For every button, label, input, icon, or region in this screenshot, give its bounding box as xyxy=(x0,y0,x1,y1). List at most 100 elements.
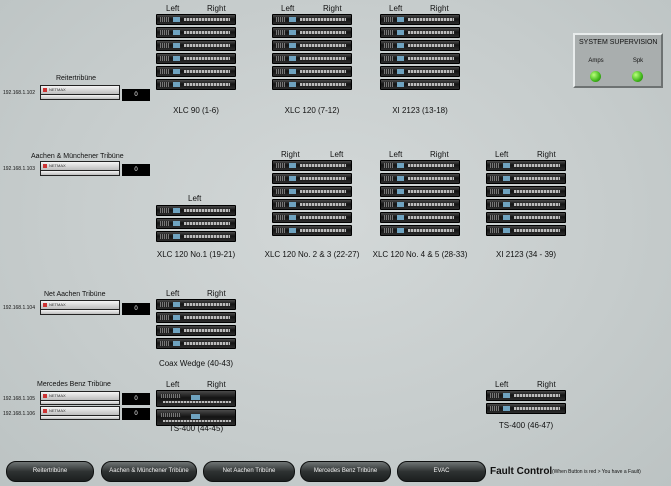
rack-caption: XLC 120 No.1 (19-21) xyxy=(156,250,236,259)
amplifier-unit[interactable] xyxy=(156,409,236,426)
rack-caption: Coax Wedge (40-43) xyxy=(158,359,234,368)
amplifier-unit[interactable] xyxy=(380,173,460,184)
rack-xi-2123-34-39 xyxy=(486,160,566,238)
amplifier-unit[interactable] xyxy=(272,40,352,51)
amplifier-unit[interactable] xyxy=(380,14,460,25)
amplifier-unit[interactable] xyxy=(380,199,460,210)
controller-device-lower xyxy=(40,415,120,420)
amplifier-unit[interactable] xyxy=(156,325,236,336)
station-value: 0 xyxy=(122,408,150,420)
amplifier-unit[interactable] xyxy=(156,231,236,242)
amplifier-unit[interactable] xyxy=(272,53,352,64)
amplifier-unit[interactable] xyxy=(380,186,460,197)
channel-label-right: Right xyxy=(430,4,449,13)
nav-button-reitertribuene[interactable]: Reitertribüne xyxy=(6,461,94,482)
amps-label: Amps xyxy=(588,58,604,64)
amplifier-unit[interactable] xyxy=(272,66,352,77)
channel-label-left: Left xyxy=(495,150,509,159)
spk-label: Spk xyxy=(632,58,644,64)
amplifier-unit[interactable] xyxy=(380,53,460,64)
brand-logo-icon xyxy=(43,164,47,168)
rack-caption: XLC 120 (7-12) xyxy=(284,106,340,115)
channel-label-left: Left xyxy=(330,150,344,159)
amps-indicator-button[interactable] xyxy=(585,58,607,82)
station-ip: 192.168.1.102 xyxy=(3,90,35,96)
nav-button-net-aachen[interactable]: Net Aachen Tribüne xyxy=(203,461,295,482)
rack-xlc-120-no4-5 xyxy=(380,160,460,238)
channel-label-right: Right xyxy=(281,150,300,159)
amplifier-unit[interactable] xyxy=(156,312,236,323)
channel-label-left: Left xyxy=(389,4,403,13)
controller-device-lower xyxy=(40,94,120,100)
amplifier-unit[interactable] xyxy=(380,225,460,236)
system-supervision-panel: SYSTEM SUPERVISION Amps Spk xyxy=(573,33,663,88)
station-name-aachen-muenchener: Aachen & Münchener Tribüne xyxy=(31,153,124,160)
station-ip: 192.168.1.106 xyxy=(3,411,35,417)
channel-label-left: Left xyxy=(166,289,180,298)
nav-button-aachen-muenchener[interactable]: Aachen & Münchener Tribüne xyxy=(101,461,197,482)
amplifier-unit[interactable] xyxy=(272,27,352,38)
amplifier-unit[interactable] xyxy=(486,186,566,197)
amplifier-unit[interactable] xyxy=(156,218,236,229)
fault-control-note: (When Button is red > You have a Fault) xyxy=(552,469,641,475)
rack-caption: XLC 90 (1-6) xyxy=(173,106,219,115)
nav-button-mercedes-benz[interactable]: Mercedes Benz Tribüne xyxy=(300,461,391,482)
amplifier-unit[interactable] xyxy=(272,173,352,184)
station-ip: 192.168.1.105 xyxy=(3,396,35,402)
channel-label-right: Right xyxy=(207,4,226,13)
amplifier-unit[interactable] xyxy=(380,79,460,90)
channel-label-right: Right xyxy=(537,380,556,389)
amplifier-unit[interactable] xyxy=(272,199,352,210)
supervision-title: SYSTEM SUPERVISION xyxy=(579,39,658,46)
amplifier-unit[interactable] xyxy=(156,66,236,77)
amplifier-unit[interactable] xyxy=(156,299,236,310)
channel-label-left: Left xyxy=(188,194,202,203)
amplifier-unit[interactable] xyxy=(486,403,566,414)
brand-logo-icon xyxy=(43,303,47,307)
station-value: 0 xyxy=(122,393,150,405)
channel-label-right: Right xyxy=(207,289,226,298)
amplifier-unit[interactable] xyxy=(380,40,460,51)
amplifier-unit[interactable] xyxy=(156,205,236,216)
amplifier-unit[interactable] xyxy=(486,160,566,171)
station-value: 0 xyxy=(122,164,150,176)
amplifier-unit[interactable] xyxy=(272,186,352,197)
spk-indicator-button[interactable] xyxy=(627,58,649,82)
brand-logo-icon xyxy=(43,88,47,92)
amplifier-unit[interactable] xyxy=(156,14,236,25)
amplifier-unit[interactable] xyxy=(156,338,236,349)
amplifier-unit[interactable] xyxy=(486,212,566,223)
amplifier-unit[interactable] xyxy=(486,173,566,184)
amplifier-unit[interactable] xyxy=(380,160,460,171)
rack-xlc-120-7-12 xyxy=(272,14,352,92)
amplifier-unit[interactable] xyxy=(156,27,236,38)
amplifier-unit[interactable] xyxy=(486,225,566,236)
amplifier-unit[interactable] xyxy=(156,40,236,51)
controller-device-lower xyxy=(40,400,120,405)
amplifier-unit[interactable] xyxy=(380,27,460,38)
amplifier-unit[interactable] xyxy=(272,79,352,90)
amplifier-unit[interactable] xyxy=(156,53,236,64)
amplifier-unit[interactable] xyxy=(272,212,352,223)
rack-caption: XI 2123 (13-18) xyxy=(392,106,448,115)
amplifier-unit[interactable] xyxy=(380,212,460,223)
station-value: 0 xyxy=(122,303,150,315)
channel-label-left: Left xyxy=(495,380,509,389)
nav-button-evac[interactable]: EVAC xyxy=(397,461,486,482)
amplifier-unit[interactable] xyxy=(380,66,460,77)
amplifier-unit[interactable] xyxy=(486,390,566,401)
amplifier-unit[interactable] xyxy=(272,225,352,236)
channel-label-left: Left xyxy=(281,4,295,13)
controller-device-lower xyxy=(40,170,120,176)
amplifier-unit[interactable] xyxy=(156,390,236,407)
channel-label-left: Left xyxy=(166,380,180,389)
amplifier-unit[interactable] xyxy=(486,199,566,210)
amplifier-unit[interactable] xyxy=(272,160,352,171)
device-brand: NETMAX xyxy=(49,393,66,398)
amplifier-unit[interactable] xyxy=(156,79,236,90)
station-value: 0 xyxy=(122,89,150,101)
rack-xi-2123-13-18 xyxy=(380,14,460,92)
amplifier-unit[interactable] xyxy=(272,14,352,25)
device-brand: NETMAX xyxy=(49,87,66,92)
